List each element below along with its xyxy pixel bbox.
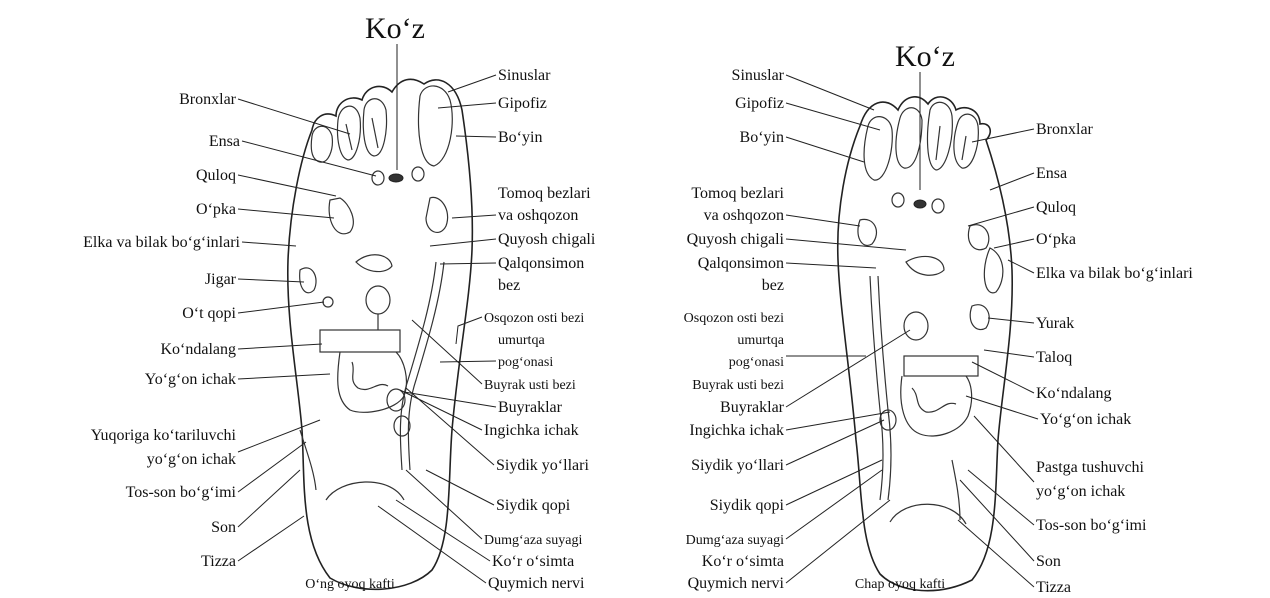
label-yogon-right: Yo‘g‘on ichak (1040, 411, 1131, 428)
label-son-right: Son (1036, 553, 1061, 570)
caption-left-sole: Chap oyoq kafti (855, 577, 945, 592)
label-osqozon2-right: umurtqa (737, 333, 784, 348)
label-osqozon1-right: Osqozon osti bezi (684, 311, 784, 326)
label-bronxlar-left: Bronxlar (179, 91, 237, 108)
label-yogon-left: Yo‘g‘on ichak (145, 371, 236, 388)
label-quloq-right: Quloq (1036, 199, 1076, 216)
label-son-left: Son (211, 519, 236, 536)
label-siydikyol-right: Siydik yo‘llari (691, 457, 784, 474)
label-tomoq1-right: Tomoq bezlari (691, 185, 784, 202)
label-boyin-right: Bo‘yin (740, 129, 784, 146)
label-korsimta-left: Ko‘r o‘simta (492, 553, 574, 570)
label-jigar-left: Jigar (205, 271, 237, 288)
label-quymich-left: Quymich nervi (488, 575, 585, 592)
label-sinuslar-left: Sinuslar (498, 67, 551, 84)
label-yuqoriga2-left: yo‘g‘on ichak (147, 451, 236, 468)
label-tomoq2-right: va oshqozon (704, 207, 784, 224)
label-opka-right: O‘pka (1036, 231, 1076, 248)
label-quloq-left: Quloq (196, 167, 236, 184)
caption-right-sole: O‘ng oyoq kafti (305, 577, 395, 592)
label-tosson-left: Tos-son bo‘g‘imi (126, 484, 237, 501)
right-sole-diagram: Ko‘z Bronxlar Ensa Qu (83, 12, 596, 592)
label-dumgaza-left: Dumg‘aza suyagi (484, 533, 582, 548)
label-siydikqopi-left: Siydik qopi (496, 497, 571, 514)
label-siydikqopi-right: Siydik qopi (710, 497, 785, 514)
label-ingichka-right: Ingichka ichak (689, 422, 784, 439)
label-osqozon3-left: pog‘onasi (498, 355, 553, 370)
label-qalqon1-left: Qalqonsimon (498, 255, 584, 272)
label-osqozon3-right: pog‘onasi (729, 355, 784, 370)
left-sole-diagram: Ko‘z Sinuslar Gipofiz Bo‘yin Tomoq bezla… (684, 40, 1194, 596)
label-pastga2-right: yo‘g‘on ichak (1036, 483, 1125, 500)
label-ensa-left: Ensa (209, 133, 240, 150)
label-qalqon2-right: bez (762, 277, 784, 294)
label-tizza-left: Tizza (201, 553, 236, 570)
label-elka-right: Elka va bilak bo‘g‘inlari (1036, 265, 1193, 282)
label-tomoq2-left: va oshqozon (498, 207, 578, 224)
right-title: Ko‘z (895, 40, 955, 73)
label-tizza-right: Tizza (1036, 579, 1071, 596)
label-buyraklar-left: Buyraklar (498, 399, 563, 416)
label-dumgaza-right: Dumg‘aza suyagi (686, 533, 784, 548)
label-korsimta-right: Ko‘r o‘simta (702, 553, 784, 570)
left-sole-outline (838, 97, 1012, 591)
left-title: Ko‘z (365, 12, 425, 45)
label-kondalang-left: Ko‘ndalang (160, 341, 236, 358)
label-bronxlar-right: Bronxlar (1036, 121, 1094, 138)
label-gipofiz-right: Gipofiz (735, 95, 784, 112)
label-taloq-right: Taloq (1036, 349, 1072, 366)
label-qalqon1-right: Qalqonsimon (698, 255, 784, 272)
label-buyrakusti-right: Buyrak usti bezi (692, 378, 784, 393)
label-pastga1-right: Pastga tushuvchi (1036, 459, 1145, 476)
label-quyosh-left: Quyosh chigali (498, 231, 596, 248)
label-elka-left: Elka va bilak bo‘g‘inlari (83, 234, 240, 251)
label-buyraklar-right: Buyraklar (720, 399, 785, 416)
label-siydikyol-left: Siydik yo‘llari (496, 457, 589, 474)
label-quyosh-right: Quyosh chigali (687, 231, 785, 248)
label-osqozon2-left: umurtqa (498, 333, 545, 348)
label-osqozon1-left: Osqozon osti bezi (484, 311, 584, 326)
label-otqopi-left: O‘t qopi (182, 305, 236, 322)
label-buyrakusti-left: Buyrak usti bezi (484, 378, 576, 393)
label-yurak-right: Yurak (1036, 315, 1074, 332)
label-tomoq1-left: Tomoq bezlari (498, 185, 591, 202)
label-kondalang-right: Ko‘ndalang (1036, 385, 1112, 402)
label-sinuslar-right: Sinuslar (732, 67, 785, 84)
label-tosson-right: Tos-son bo‘g‘imi (1036, 517, 1147, 534)
label-qalqon2-left: bez (498, 277, 520, 294)
label-ingichka-left: Ingichka ichak (484, 422, 579, 439)
label-boyin-left: Bo‘yin (498, 129, 542, 146)
label-opka-left: O‘pka (196, 201, 236, 218)
label-yuqoriga1-left: Yuqoriga ko‘tariluvchi (91, 427, 237, 444)
label-gipofiz-left: Gipofiz (498, 95, 547, 112)
label-ensa-right: Ensa (1036, 165, 1067, 182)
label-quymich-right: Quymich nervi (688, 575, 785, 592)
